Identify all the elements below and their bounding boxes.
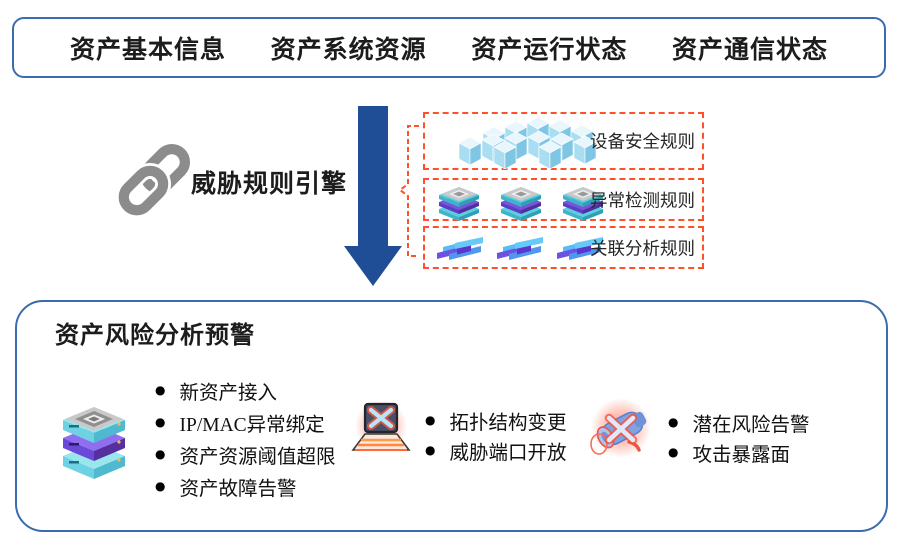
alert-laptop-icon [348,400,414,458]
risk-panel-title: 资产风险分析预警 [55,322,255,349]
alert-camera-icon [587,396,655,462]
category-asset-basic-info: 资产基本信息 [70,35,227,64]
risk-list-topology: ●拓扑结构变更 ●威胁端口开放 [425,405,567,465]
down-arrow-icon [344,106,402,286]
list-item: ●资产资源阈值超限 [155,446,336,468]
risk-list-asset: ●新资产接入 ●IP/MAC异常绑定 ●资产资源阈值超限 ●资产故障告警 [155,374,336,502]
rule-box-correlation-analysis: 关联分析规则 [423,226,704,269]
rule-label-device-security: 设备安全规则 [590,131,695,152]
bullet-icon: ● [155,383,166,397]
chain-link-icon [112,136,196,224]
rule-box-anomaly-detection: 异常检测规则 [423,178,704,221]
bullet-icon: ● [155,415,166,429]
list-item: ●IP/MAC异常绑定 [155,414,325,436]
category-asset-system-resources: 资产系统资源 [270,35,427,64]
category-asset-running-status: 资产运行状态 [471,35,628,64]
rule-label-correlation-analysis: 关联分析规则 [590,238,695,258]
list-item: ●攻击暴露面 [668,444,790,466]
bullet-icon: ● [668,415,679,429]
list-item: ●拓扑结构变更 [425,412,567,434]
bullet-icon: ● [425,443,436,457]
bullet-icon: ● [425,413,436,427]
rule-box-device-security: 设备安全规则 [423,112,704,170]
rule-label-anomaly-detection: 异常检测规则 [590,190,695,210]
server-stack-icon [437,181,607,221]
server-cubes-cluster-icon [449,116,601,170]
server-rack-icon [61,390,127,486]
risk-list-exposure: ●潜在风险告警 ●攻击暴露面 [668,407,810,467]
top-category-bar: 资产基本信息 资产系统资源 资产运行状态 资产通信状态 [12,17,886,78]
list-item: ●潜在风险告警 [668,414,810,436]
engine-label: 威胁规则引擎 [191,170,348,198]
list-item: ●新资产接入 [155,382,277,404]
bullet-icon: ● [155,447,166,461]
connector-link-icon [437,234,607,262]
bullet-icon: ● [668,445,679,459]
dashed-bracket-icon [398,124,420,258]
bullet-icon: ● [155,479,166,493]
risk-analysis-panel: 资产风险分析预警 [15,300,888,532]
list-item: ●资产故障告警 [155,478,297,500]
category-asset-communication-status: 资产通信状态 [671,35,828,64]
list-item: ●威胁端口开放 [425,442,567,464]
